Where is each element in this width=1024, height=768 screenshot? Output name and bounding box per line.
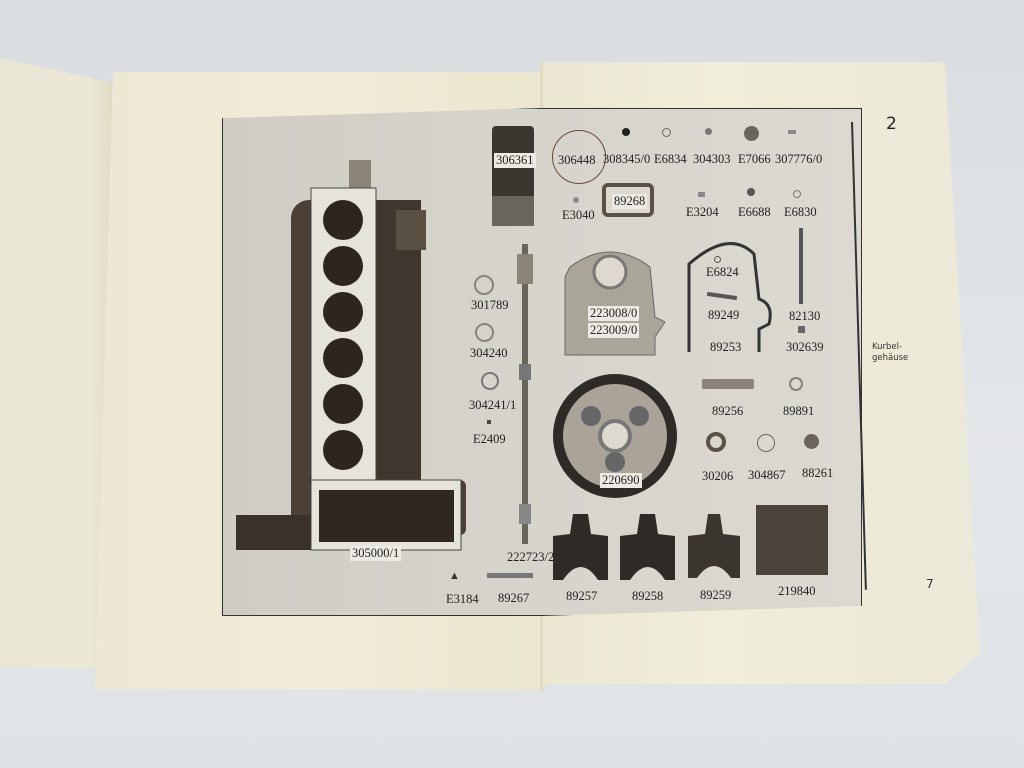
part-label: 89256 <box>712 404 744 418</box>
part-label: 223009/0 <box>588 323 640 338</box>
small-pin-icon <box>487 420 491 424</box>
shaft-image <box>517 244 533 544</box>
engine-block-image <box>236 160 466 551</box>
rod-image <box>799 228 803 304</box>
part-label: 223008/0 <box>588 306 640 321</box>
nut-icon <box>481 372 499 390</box>
part-label: 89267 <box>498 591 530 605</box>
left-page-edge <box>0 58 112 668</box>
part-label: E3040 <box>562 208 595 222</box>
tiny-pin-icon <box>788 130 796 134</box>
part-label: E6824 <box>706 265 739 279</box>
part-label-shaft: 222723/2 <box>507 550 555 564</box>
small-ring-icon <box>714 256 721 263</box>
part-label: E7066 <box>738 152 771 166</box>
bearing-cap-image <box>688 514 740 578</box>
small-plug-icon <box>747 188 755 196</box>
washer-ring-icon <box>475 323 494 342</box>
part-label: 89257 <box>566 589 598 603</box>
part-label: E6830 <box>784 205 817 219</box>
part-label: 89249 <box>708 308 740 322</box>
section-title: Kurbel- gehäuse <box>872 342 908 364</box>
cover-gasket-image <box>687 242 772 352</box>
part-label: 301789 <box>471 298 509 312</box>
part-label: 89258 <box>632 589 664 603</box>
part-label: 89259 <box>700 588 732 602</box>
large-ring-image <box>552 130 606 184</box>
dome-plug-icon <box>744 126 759 141</box>
part-label: 89253 <box>710 340 742 354</box>
bearing-cap-image <box>553 514 608 580</box>
small-block-icon <box>798 326 805 333</box>
part-label-engine-block: 305000/1 <box>350 546 402 561</box>
small-ring-icon <box>662 128 671 137</box>
part-label-large-ring: 306448 <box>558 153 596 167</box>
part-label: 304867 <box>748 468 786 482</box>
part-label: E3204 <box>686 205 719 219</box>
ball-icon <box>622 128 630 136</box>
part-label: E6834 <box>654 152 687 166</box>
bearing-cap-image <box>620 514 675 580</box>
small-nut-icon <box>705 128 712 135</box>
part-label: 307776/0 <box>775 152 823 166</box>
small-washer-icon <box>573 197 579 203</box>
bolt-image <box>702 379 754 389</box>
section-title-line2: gehäuse <box>872 353 909 363</box>
washer-ring-icon <box>474 275 494 295</box>
part-label: 302639 <box>786 340 824 354</box>
part-label: 304303 <box>693 152 731 166</box>
part-label-cylinder-liner: 306361 <box>494 153 536 168</box>
part-label: 30206 <box>702 469 734 483</box>
small-fitting-icon <box>698 192 705 197</box>
timing-cover-image <box>564 251 665 356</box>
ball-bearing-image <box>706 432 726 452</box>
timing-gear-image <box>553 374 677 498</box>
section-number: 2 <box>886 114 897 134</box>
part-label: 88261 <box>802 466 834 480</box>
part-label: E3184 <box>446 592 479 606</box>
part-label: 304240 <box>470 346 508 360</box>
part-label: 89891 <box>783 404 815 418</box>
plug-icon <box>804 434 819 449</box>
part-label: E6688 <box>738 205 771 219</box>
pin-rod-image <box>487 573 533 578</box>
o-ring-icon <box>757 434 775 452</box>
cylinder-liner-image <box>492 126 534 226</box>
section-title-line1: Kurbel- <box>872 342 903 352</box>
part-label: 82130 <box>789 309 821 323</box>
page-number: 7 <box>926 577 934 591</box>
washer-ring-icon <box>789 377 803 391</box>
small-ring-icon <box>793 190 801 198</box>
part-label: 219840 <box>778 584 816 598</box>
part-label: E2409 <box>473 432 506 446</box>
part-label: 308345/0 <box>603 152 651 166</box>
part-label-gear: 220690 <box>600 473 642 488</box>
tripod-icon: ▲ <box>449 570 460 582</box>
part-label: 89268 <box>612 194 648 209</box>
rear-bearing-housing-image <box>756 505 828 575</box>
part-label: 304241/1 <box>469 398 517 412</box>
